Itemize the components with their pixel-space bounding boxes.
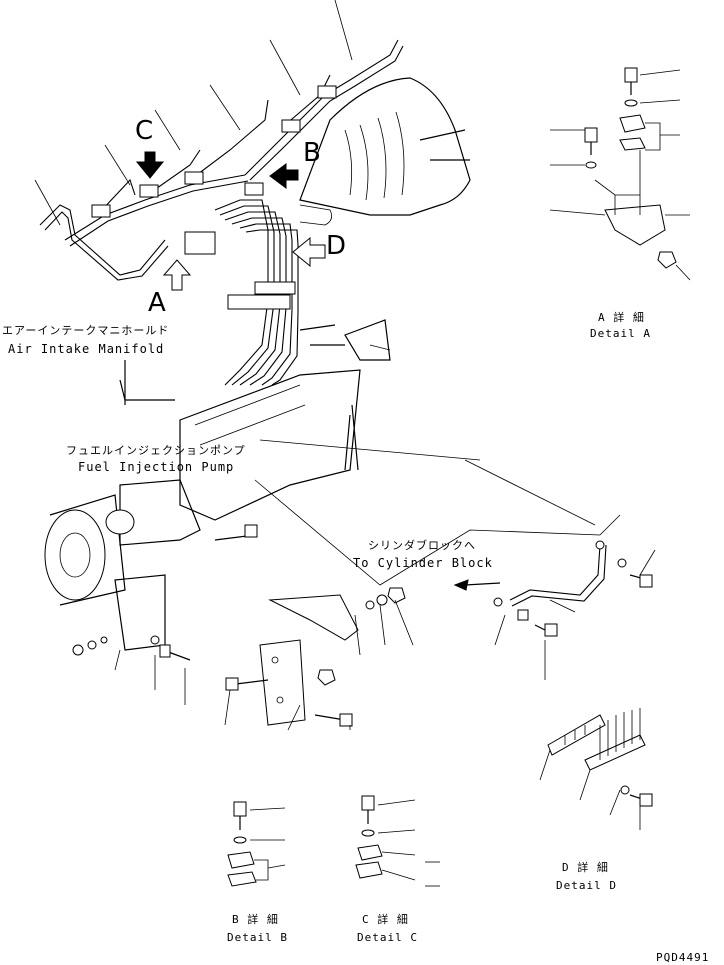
detail-c-title-en: Detail C bbox=[357, 931, 418, 944]
pump-hardware bbox=[72, 319, 391, 661]
fuel-injection-pump bbox=[44, 360, 361, 651]
callout-a: A bbox=[148, 288, 166, 318]
detail-b bbox=[227, 801, 286, 887]
detail-a bbox=[549, 67, 691, 281]
detail-c-title-jp: C 詳 細 bbox=[362, 913, 409, 926]
cylinder-block-pipe bbox=[254, 439, 653, 637]
cylinder-block-label-en: To Cylinder Block bbox=[353, 556, 493, 570]
detail-d-title-en: Detail D bbox=[556, 879, 617, 892]
fuel-pump-label-en: Fuel Injection Pump bbox=[78, 460, 235, 474]
pump-bracket bbox=[225, 587, 406, 727]
detail-a-title-en: Detail A bbox=[590, 327, 651, 340]
detail-a-title-jp: A 詳 細 bbox=[598, 311, 645, 324]
cylinder-block-label-jp: シリンダブロックへ bbox=[368, 539, 476, 552]
air-intake-label-en: Air Intake Manifold bbox=[8, 342, 165, 356]
part-code: PQD4491 bbox=[656, 951, 710, 964]
callout-d: D bbox=[326, 231, 347, 261]
callout-arrows bbox=[135, 151, 326, 291]
cylinder-block-arrow bbox=[453, 579, 501, 591]
fuel-pump-label-jp: フュエルインジェクションポンプ bbox=[66, 444, 246, 457]
callout-c: C bbox=[135, 116, 154, 146]
detail-b-title-jp: B 詳 細 bbox=[232, 913, 279, 926]
detail-b-title-en: Detail B bbox=[227, 931, 288, 944]
leader-lines bbox=[34, 0, 656, 731]
callout-b: B bbox=[303, 138, 321, 168]
detail-c bbox=[355, 795, 440, 887]
fuel-injection-lines bbox=[39, 39, 404, 386]
air-intake-label-jp: エアーインテークマニホールド bbox=[2, 324, 170, 337]
detail-d-title-jp: D 詳 細 bbox=[562, 861, 609, 874]
intake-manifold bbox=[299, 77, 471, 226]
detail-d bbox=[539, 708, 653, 830]
